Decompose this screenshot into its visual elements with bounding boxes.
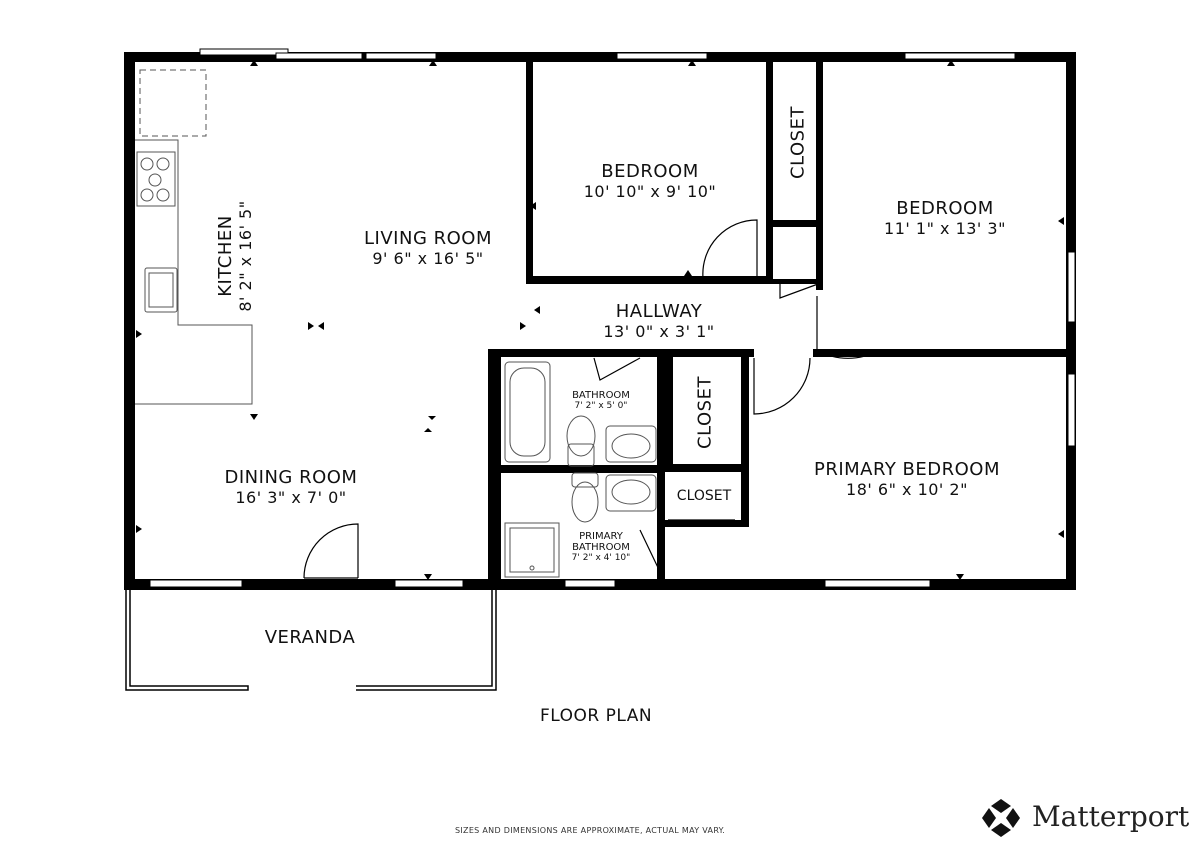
kitchen-dims: 8' 2" x 16' 5" xyxy=(236,200,255,312)
windows xyxy=(149,48,1076,588)
bedroom2-label: BEDROOM 11' 1" x 13' 3" xyxy=(855,198,1035,238)
living-room-name: LIVING ROOM xyxy=(364,228,492,249)
primary-bedroom-label: PRIMARY BEDROOM 18' 6" x 10' 2" xyxy=(797,459,1017,499)
bedroom2-dims: 11' 1" x 13' 3" xyxy=(884,219,1006,238)
markers xyxy=(136,60,1064,580)
hallway-dims: 13' 0" x 3' 1" xyxy=(603,322,715,341)
matterport-logo-text: Matterport xyxy=(1032,800,1190,833)
veranda-label: VERANDA xyxy=(264,627,356,648)
bathroom-dims: 7' 2" x 5' 0" xyxy=(574,401,628,411)
primary-bedroom-dims: 18' 6" x 10' 2" xyxy=(846,480,968,499)
matterport-logo-icon xyxy=(982,799,1020,837)
bath-fixtures xyxy=(504,361,657,578)
living-room-label: LIVING ROOM 9' 6" x 16' 5" xyxy=(338,228,518,268)
bedroom1-label: BEDROOM 10' 10" x 9' 10" xyxy=(560,161,740,201)
hallway-name: HALLWAY xyxy=(615,301,703,322)
primary-bathroom-label: PRIMARY BATHROOM 7' 2" x 4' 10" xyxy=(560,531,642,563)
bedroom1-name: BEDROOM xyxy=(601,161,699,182)
kitchen-label: KITCHEN 8' 2" x 16' 5" xyxy=(215,176,255,336)
dining-room-dims: 16' 3" x 7' 0" xyxy=(235,488,347,507)
living-room-dims: 9' 6" x 16' 5" xyxy=(372,249,484,268)
floor-plan-title: FLOOR PLAN xyxy=(540,706,653,726)
hallway-label: HALLWAY 13' 0" x 3' 1" xyxy=(569,301,749,341)
closet1-label: CLOSET xyxy=(787,106,809,179)
bedroom2-name: BEDROOM xyxy=(896,198,994,219)
bedroom1-dims: 10' 10" x 9' 10" xyxy=(583,182,717,201)
primary-bathroom-name-2: BATHROOM xyxy=(572,542,630,553)
bathroom-label: BATHROOM 7' 2" x 5' 0" xyxy=(560,390,642,411)
disclaimer: SIZES AND DIMENSIONS ARE APPROXIMATE, AC… xyxy=(455,826,726,835)
primary-bedroom-name: PRIMARY BEDROOM xyxy=(813,459,1001,480)
primary-bathroom-name-1: PRIMARY xyxy=(579,531,623,542)
closet3-label: CLOSET xyxy=(676,488,732,504)
dining-room-label: DINING ROOM 16' 3" x 7' 0" xyxy=(196,467,386,507)
doors xyxy=(303,100,880,579)
kitchen-fixtures xyxy=(135,69,253,405)
closet2-label: CLOSET xyxy=(694,376,716,449)
kitchen-name: KITCHEN xyxy=(215,215,236,297)
interior-walls xyxy=(488,62,1073,590)
primary-bathroom-dims: 7' 2" x 4' 10" xyxy=(571,553,631,563)
veranda-outline xyxy=(125,590,497,691)
dining-room-name: DINING ROOM xyxy=(224,467,358,488)
bathroom-name: BATHROOM xyxy=(572,390,630,401)
